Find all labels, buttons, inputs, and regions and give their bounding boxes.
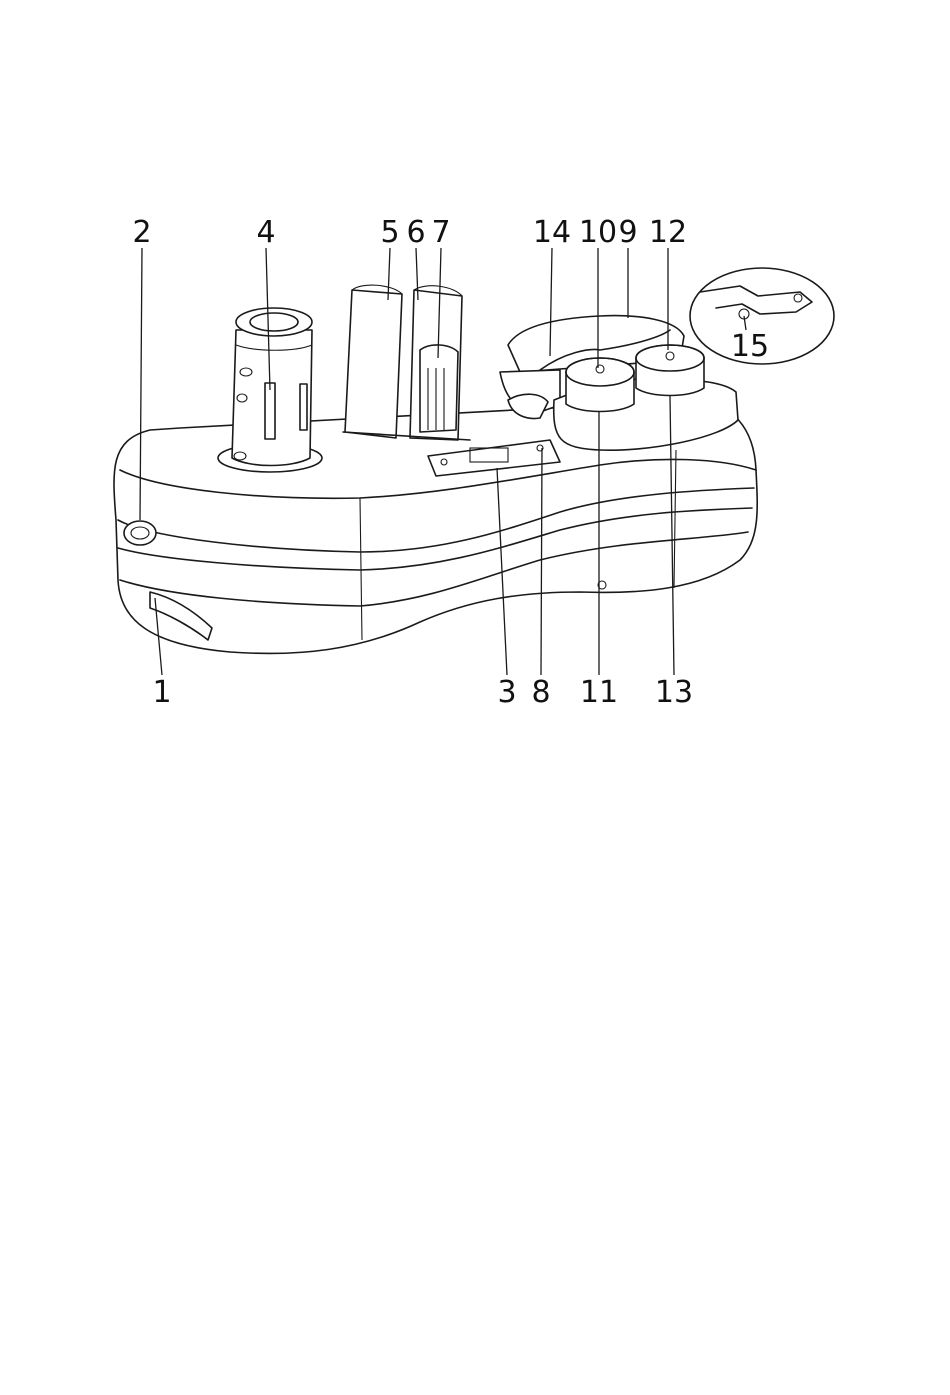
callout-3: 3 [497, 675, 516, 710]
callout-13: 13 [655, 675, 693, 710]
callout-9: 9 [618, 215, 637, 250]
callout-6: 6 [406, 215, 425, 250]
callout-11: 11 [580, 675, 618, 710]
callout-2: 2 [132, 215, 151, 250]
callout-8: 8 [531, 675, 550, 710]
callout-4: 4 [256, 215, 275, 250]
callout-5: 5 [380, 215, 399, 250]
side-knob [124, 521, 156, 545]
callout-7: 7 [431, 215, 450, 250]
callout-14: 14 [533, 215, 571, 250]
callout-10: 10 [579, 215, 617, 250]
callout-15: 15 [731, 329, 769, 364]
callout-12: 12 [649, 215, 687, 250]
callout-1: 1 [152, 675, 171, 710]
